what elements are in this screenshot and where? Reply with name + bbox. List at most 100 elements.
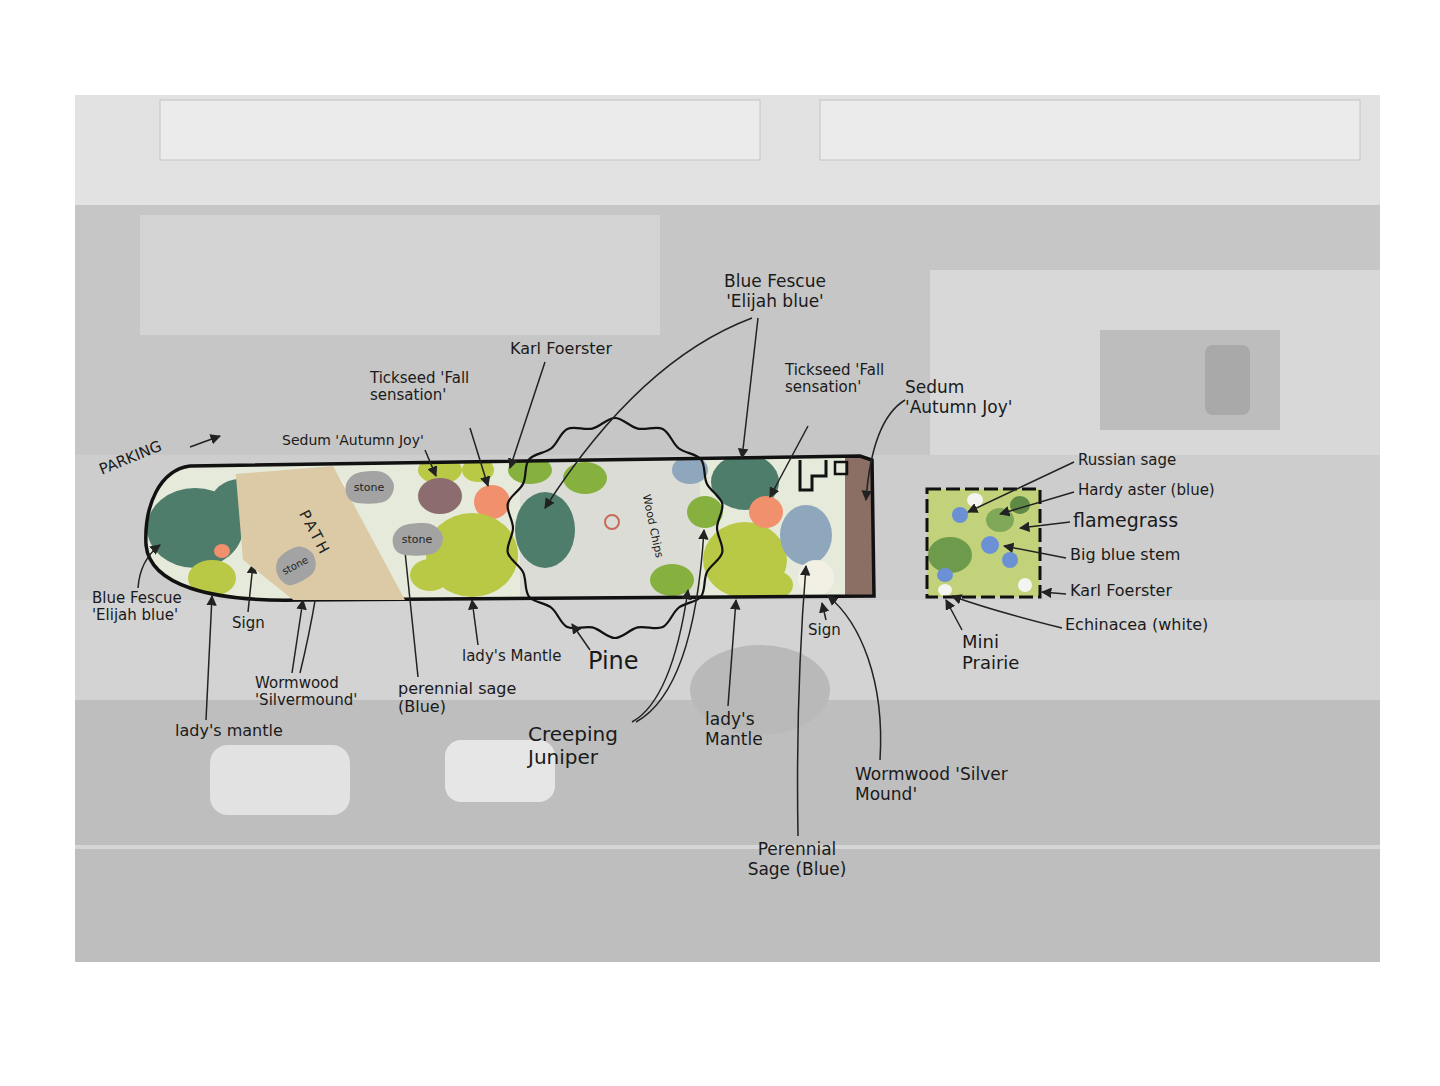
pine-canopy-part [507, 418, 722, 638]
leader-lines-part [572, 624, 590, 650]
leader-lines-part [797, 566, 806, 836]
prairie-plants-part [967, 493, 983, 507]
prairie-plants-part [1010, 496, 1030, 514]
leader-lines-part [190, 436, 220, 447]
plant-label: Russian sage [1078, 452, 1176, 469]
plant-blobs-part [515, 492, 575, 568]
plant-label: Pine [588, 648, 639, 676]
aerial-photo-part [160, 100, 760, 160]
plant-label: Big blue stem [1070, 546, 1180, 564]
aerial-photo [75, 95, 1380, 962]
leader-lines-part [425, 450, 436, 476]
leader-lines-part [472, 600, 478, 645]
planting-bed-part [800, 460, 826, 490]
leader-lines-part [206, 596, 212, 720]
leader-lines-part [968, 462, 1074, 512]
prairie-plants-part [1018, 578, 1032, 592]
aerial-photo-part [1100, 330, 1280, 430]
plant-label: Perennial Sage (Blue) [742, 840, 852, 879]
plant-label: Creeping Juniper [528, 723, 640, 769]
plant-label: Sign [232, 615, 265, 632]
plant-blobs-part [410, 559, 450, 591]
aerial-photo-part [75, 95, 1380, 205]
planting-bed-part [835, 462, 847, 474]
plant-label: Blue Fescue 'Elijah blue' [700, 272, 850, 311]
stone-shape: stone [390, 524, 444, 554]
leader-lines-part [770, 426, 808, 497]
planting-bed-part [605, 515, 619, 529]
aerial-photo-part [75, 205, 1380, 455]
stone-fill [393, 523, 443, 556]
prairie-plants-part [1002, 552, 1018, 568]
leader-lines-part [822, 603, 826, 620]
aerial-photo-part [140, 215, 660, 335]
leader-lines-part [866, 400, 905, 500]
plant-blobs-part [780, 505, 832, 565]
stone-label: stone [402, 533, 433, 546]
stone-fill [346, 471, 394, 504]
plant-label: Tickseed 'Fall sensation' [785, 362, 895, 397]
plant-blobs-part [845, 456, 875, 602]
prairie-plants-part [981, 536, 999, 554]
leader-lines-part [946, 600, 962, 630]
aerial-photo-part [210, 745, 350, 815]
plant-label: lady's Mantle [462, 648, 561, 665]
plant-label: Karl Foerster [510, 340, 612, 358]
plant-label: Wormwood 'Silvermound' [255, 675, 380, 710]
stone-shape: stone [343, 472, 395, 502]
aerial-photo-part [75, 700, 1380, 962]
prairie-plants-part [937, 568, 953, 582]
leader-lines-part [1042, 592, 1066, 594]
aerial-photo-part [820, 100, 1360, 160]
stone-label: stone [354, 481, 385, 494]
plant-label: Sedum 'Autumn Joy' [282, 432, 424, 448]
plant-label: Hardy aster (blue) [1078, 482, 1215, 499]
leader-lines-part [470, 428, 488, 486]
prairie-plants-part [952, 507, 968, 523]
plant-label: Sedum 'Autumn Joy' [905, 378, 1040, 417]
aerial-photo-part [75, 845, 1380, 849]
path-fill [236, 466, 405, 600]
plant-blobs-part [418, 478, 462, 514]
prairie-plants-part [928, 537, 972, 573]
plant-label: Tickseed 'Fall sensation' [370, 370, 490, 405]
leader-lines-part [742, 318, 758, 458]
leader-lines-part [632, 590, 688, 722]
plant-label: Wormwood 'Silver Mound' [855, 765, 1025, 804]
plant-blobs-part [563, 462, 607, 494]
plant-label: Karl Foerster [1070, 582, 1172, 600]
leader-lines-part [636, 530, 704, 722]
plant-blobs-part [749, 496, 783, 528]
plant-label: Sign [808, 622, 841, 639]
prairie-plants-part [938, 584, 952, 596]
leader-lines-part [1004, 546, 1066, 558]
leader-lines-part [828, 596, 881, 760]
leader-lines-part [1000, 492, 1074, 514]
aerial-photo-part [1205, 345, 1250, 415]
leader-lines-part [138, 545, 160, 588]
leader-lines-part [952, 596, 1062, 628]
pine-canopy [507, 418, 722, 638]
plant-label: Mini Prairie [962, 632, 1057, 673]
plant-label: Echinacea (white) [1065, 616, 1208, 634]
planting-bed-part [146, 456, 874, 600]
plant-blobs-part [757, 571, 793, 599]
plant-blobs-part [214, 544, 230, 558]
leader-lines-part [1020, 522, 1070, 528]
stone-fill [270, 541, 322, 590]
plant-label: lady's mantle [175, 722, 283, 740]
leader-lines [138, 318, 1074, 836]
aerial-photo-part [930, 270, 1380, 455]
aerial-photo-part [75, 95, 1380, 962]
plant-label: Blue Fescue 'Elijah blue' [92, 590, 204, 625]
leader-lines-part [404, 542, 418, 677]
leader-lines-part [248, 564, 253, 612]
leader-lines-part [510, 362, 545, 468]
plant-label: flamegrass [1073, 510, 1178, 532]
plant-label: lady's Mantle [705, 710, 805, 749]
leader-lines-part [292, 600, 303, 673]
leader-lines-part [728, 600, 736, 706]
plant-label: perennial sage (Blue) [398, 680, 548, 717]
